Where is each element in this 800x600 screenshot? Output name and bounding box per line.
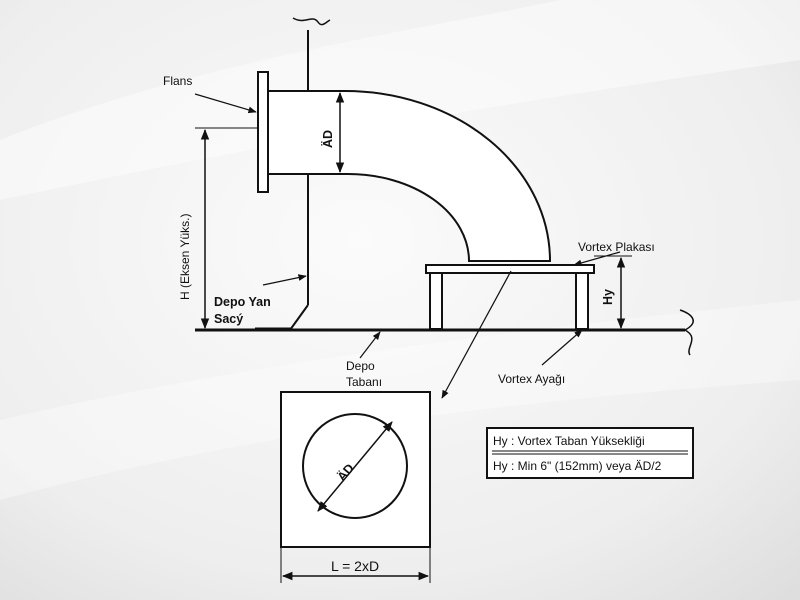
vortex-plate-leader: [573, 251, 621, 267]
hy-label: Hy: [601, 289, 615, 305]
flange: [257, 71, 269, 193]
plate-plan-view: ÄD L = 2xD: [280, 391, 431, 583]
vortex-breaker: [425, 264, 595, 330]
h-axis-label: H (Eksen Yüks.): [178, 214, 192, 300]
flange-leader: [194, 93, 257, 114]
tank-wall-leader: [262, 274, 307, 286]
vortex-leg-left: [429, 272, 443, 330]
legend-line-1: Hy : Vortex Taban Yüksekliği: [493, 434, 645, 448]
legend: Hy : Vortex Taban Yüksekliği Hy : Min 6"…: [486, 427, 694, 479]
legend-box: [486, 427, 694, 479]
legend-line-2: Hy : Min 6" (152mm) veya ÄD/2: [493, 459, 662, 473]
tank-wall-label-line1: Depo Yan: [214, 295, 271, 309]
plate-detail-leader: [441, 270, 512, 399]
vortex-leg-leader: [541, 329, 583, 366]
tank-wall-label-line2: Sacý: [214, 312, 243, 326]
vortex-leg-right: [575, 272, 589, 330]
flange-label: Flans: [163, 74, 192, 88]
tank-bottom-label-line1: Depo: [346, 359, 375, 373]
tank-bottom-label-line2: Tabanı: [346, 375, 382, 389]
circle-diameter-dimension: [317, 421, 393, 512]
length-label: L = 2xD: [331, 558, 379, 574]
pipe-diameter-label: ÄD: [320, 130, 335, 148]
tank-bottom-leader: [359, 331, 381, 359]
vortex-plate-label: Vortex Plakası: [578, 240, 655, 254]
vortex-leg-label: Vortex Ayağı: [498, 372, 565, 386]
